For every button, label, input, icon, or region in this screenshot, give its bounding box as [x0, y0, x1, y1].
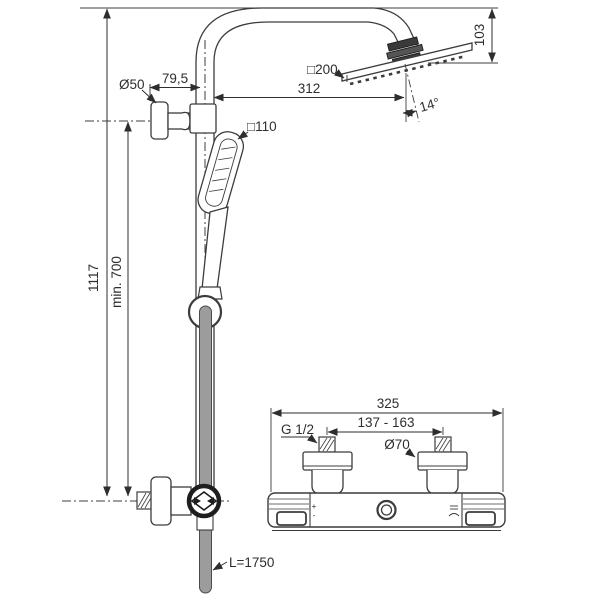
- hose-length-callout: L=1750: [212, 555, 274, 571]
- leader-line: [334, 69, 345, 79]
- riser-pipe: [195, 7, 418, 505]
- flow-minus-mark: -: [313, 511, 316, 520]
- bracket-diameter-label: Ø50: [119, 77, 145, 92]
- dim-bracket-offset: 79,5: [149, 71, 201, 92]
- total-height-label: 1117: [86, 264, 101, 292]
- thread-hatch: [319, 437, 451, 452]
- shower-hose: [199, 305, 212, 594]
- bracket-diameter-callout: Ø50: [119, 77, 157, 104]
- connector-ring: [386, 36, 419, 52]
- mixer-escutcheons: [302, 451, 468, 495]
- rain-shower-head: [341, 42, 473, 86]
- mixer-center-button: [380, 504, 393, 516]
- dim-mixer-width: 325: [271, 396, 503, 417]
- head-angle-group: 14°: [402, 63, 442, 123]
- rain-head-size-label: □200: [307, 62, 338, 77]
- leader-line: [141, 89, 157, 104]
- pipe-inner-edge: [213, 21, 402, 505]
- dim-min-height: min. 700: [109, 121, 132, 497]
- thread-size-callout: G 1/2: [281, 422, 318, 444]
- mixer-inlet-stubs: [318, 436, 452, 453]
- mixer-width-label: 325: [377, 396, 400, 411]
- connector-ring: [386, 43, 424, 60]
- handle-left-button: [276, 511, 307, 526]
- escutcheon-diameter-callout: Ø70: [384, 437, 416, 458]
- outlet-flange: [150, 476, 172, 526]
- angle-arc: [402, 108, 417, 118]
- bracket-collar: [189, 103, 217, 134]
- hand-shower-handle: [201, 206, 229, 290]
- pipe-outer-edge: [195, 7, 418, 505]
- hand-shower-size-callout: □110: [237, 119, 277, 140]
- leader-line: [212, 561, 228, 571]
- dim-head-reach: 312: [213, 81, 405, 102]
- head-drop-label: 103: [472, 24, 487, 47]
- head-angle-label: 14°: [418, 95, 442, 115]
- bracket-offset-label: 79,5: [162, 71, 188, 86]
- thread-size-label: G 1/2: [281, 422, 314, 437]
- temperature-icon: [448, 505, 460, 517]
- hose-outlet-connector: [136, 476, 222, 531]
- head-nozzles: [349, 54, 467, 86]
- dim-total-height: 1117: [86, 8, 111, 497]
- handle-ridges: [269, 498, 504, 510]
- hand-shower: [187, 131, 245, 330]
- handle-right-button: [465, 511, 496, 526]
- dim-head-drop: 103: [472, 8, 496, 63]
- flow-plus-mark: +: [312, 502, 317, 511]
- dim-connection-spread: 137 - 163: [327, 415, 443, 436]
- escutcheon-left: [302, 451, 353, 471]
- outlet-ring-jaw-left: [194, 497, 201, 505]
- escutcheon-right: [417, 451, 468, 471]
- mixer-valve: 325 137 - 163 G 1/2 Ø70: [267, 396, 506, 531]
- hose-length-label: L=1750: [229, 555, 274, 570]
- bracket-flange: [150, 101, 169, 140]
- rain-head-size-callout: □200: [307, 62, 345, 79]
- head-plate: [341, 42, 473, 82]
- wall-bracket: [150, 101, 217, 140]
- bracket-arm-flare: [181, 111, 191, 131]
- hand-shower-face: [205, 138, 238, 207]
- outlet-ring-diamond: [190, 491, 218, 511]
- outlet-ring-jaw-right: [207, 497, 214, 505]
- mixer-handles: [269, 493, 504, 527]
- hand-shower-size-label: □110: [247, 119, 277, 134]
- neck-left: [311, 470, 344, 495]
- head-axis-line: [404, 63, 420, 123]
- neck-right: [426, 470, 459, 495]
- head-reach-label: 312: [298, 81, 321, 96]
- hand-shower-nozzle-hatch: [209, 146, 236, 192]
- leader-line: [405, 448, 416, 458]
- leader-line: [237, 130, 249, 140]
- min-height-label: min. 700: [109, 256, 124, 308]
- escutcheon-diameter-label: Ø70: [384, 437, 410, 452]
- connection-spread-label: 137 - 163: [357, 415, 414, 430]
- leader-line: [307, 434, 318, 444]
